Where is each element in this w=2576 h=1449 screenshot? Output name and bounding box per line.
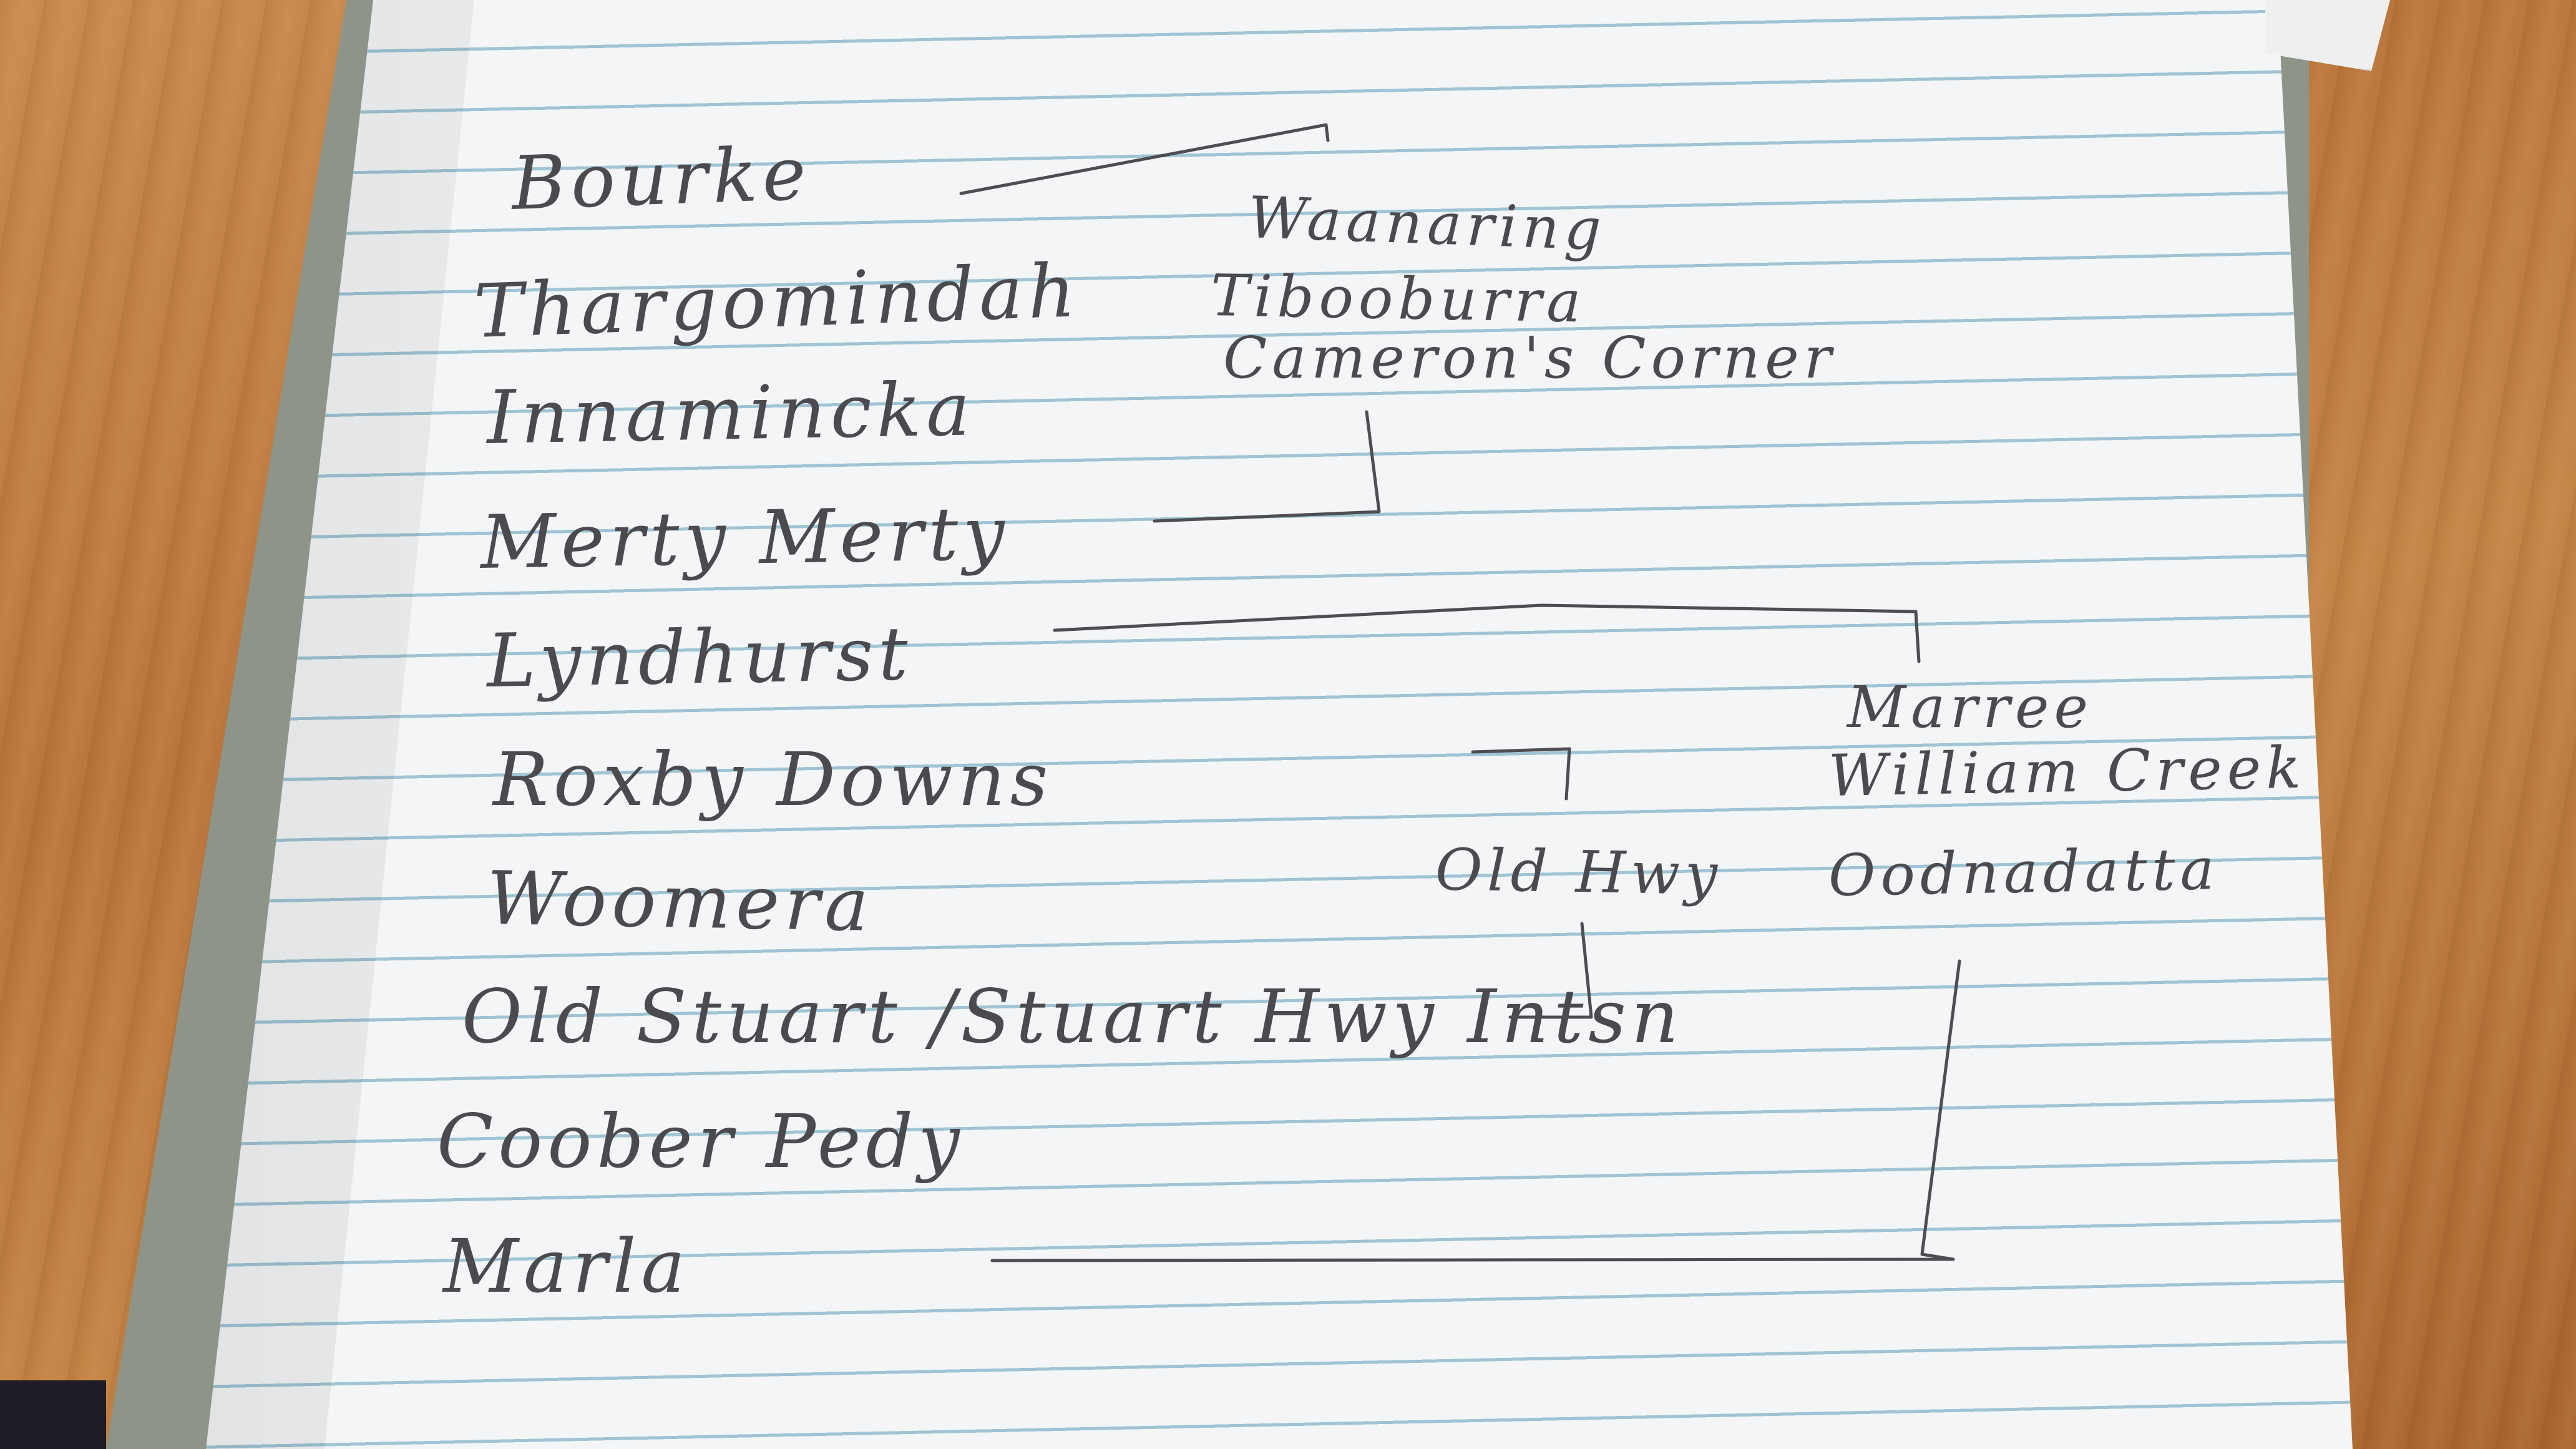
dark-object-corner [0, 1380, 106, 1449]
bourke-waanaring-connector [959, 123, 1330, 195]
town-coober-pedy: Coober Pedy [437, 1098, 965, 1184]
roxby-old-hwy-connector [1471, 747, 1571, 801]
town-roxby-downs: Roxby Downs [493, 736, 1053, 822]
old-hwy-stuart-bracket [1508, 922, 1593, 1019]
town-marla: Marla [443, 1223, 690, 1309]
town-marree: Marree [1847, 674, 2093, 741]
town-old-stuart-intersection: Old Stuart /Stuart Hwy Intsn [462, 973, 1684, 1060]
camerons-merty-bracket [1153, 410, 1381, 523]
oodnadatta-marla-connector [990, 959, 1961, 1262]
lyndhurst-marree-connector [1053, 603, 1921, 663]
town-camerons-corner: Cameron's Corner [1223, 324, 1837, 391]
